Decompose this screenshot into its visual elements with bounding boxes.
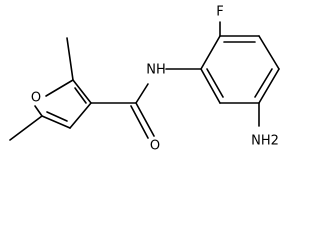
bond-b1-b2 — [200, 35, 221, 70]
benzene-ring — [200, 35, 280, 104]
amine-label: NH2 — [251, 134, 279, 149]
bond-carbonyl-c-o — [135, 102, 155, 137]
bond-c4-c5-inner — [46, 111, 68, 122]
bond-b3-b4 — [258, 35, 280, 70]
methyl-bond-c5 — [9, 115, 43, 141]
bond-o1-c2 — [45, 79, 74, 97]
furan-oxygen-label: O — [31, 91, 41, 106]
furan-ring — [34, 79, 92, 129]
bond-carbonyl-nh — [135, 83, 149, 104]
bond-c2-c3 — [72, 79, 92, 104]
bond-c3-c4 — [69, 102, 92, 129]
carbonyl-oxygen-label: O — [150, 139, 160, 154]
methyl-bond-c2 — [66, 37, 74, 81]
chemical-structure: O NH O F NH2 — [9, 5, 280, 154]
bond-c2-c3-inner — [74, 87, 87, 104]
bond-b4-b5 — [258, 68, 280, 104]
bond-b6-b1-inner — [206, 68, 224, 98]
bond-b4-b5-inner — [254, 68, 273, 98]
bond-carbonyl-c-o-double — [130, 105, 149, 139]
amide-nitrogen-label: NH — [146, 63, 166, 78]
bond-c4-c5 — [41, 115, 71, 129]
bond-b6-b1 — [200, 68, 221, 104]
bond-c5-o1 — [34, 105, 43, 117]
fluorine-label: F — [216, 5, 223, 20]
